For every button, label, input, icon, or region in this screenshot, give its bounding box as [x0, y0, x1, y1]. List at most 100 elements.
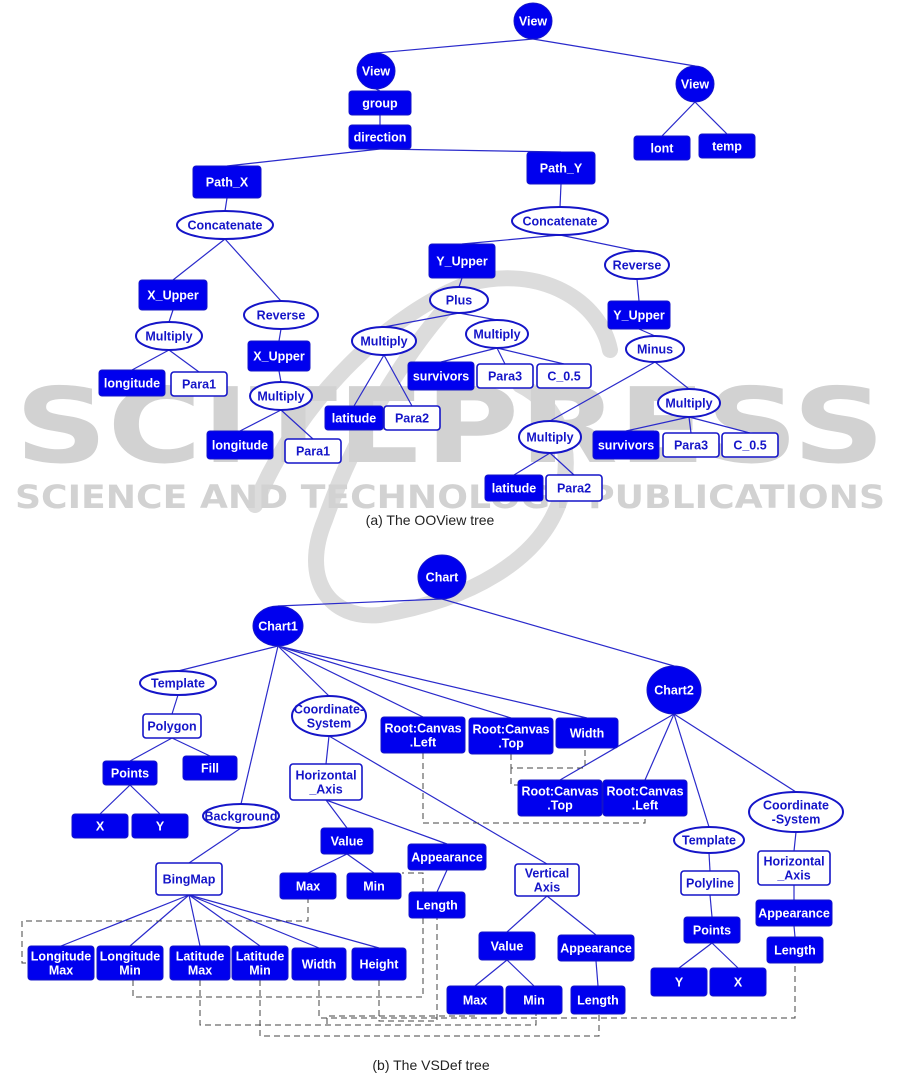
node-rc_left2-shape: [602, 779, 688, 817]
edge-mult_y1-latitude1: [353, 354, 385, 407]
node-haxis1-shape: [289, 763, 363, 801]
node-para1_b: Para1: [284, 438, 342, 464]
node-width_c1: Width: [555, 717, 619, 749]
caption-vsdef: (b) The VSDef tree: [372, 1057, 489, 1073]
node-longitude1-label: longitude: [104, 377, 160, 391]
edge-chart1-rc_left1: [277, 645, 424, 718]
node-path_x-shape: [192, 165, 262, 199]
edge-path_x-concat_x: [224, 197, 228, 212]
node-c05_b: C_0.5: [721, 432, 779, 458]
node-rc_top1: Root:Canvas.Top: [468, 717, 554, 755]
edge-mult_x2-para1_b: [280, 409, 314, 440]
node-survivors1: survivors: [407, 361, 475, 391]
node-haxis2-label: _Axis: [776, 869, 810, 883]
node-latmin-label: Min: [249, 964, 271, 978]
edge-value_v-min_v: [506, 959, 535, 987]
edge-value_h-min_h: [346, 853, 375, 874]
node-rc_top2-label: .Top: [547, 799, 573, 813]
node-reverse_x: Reverse: [243, 300, 319, 330]
edge-reverse_x-x_upper2: [278, 328, 282, 342]
node-y1: Y: [131, 813, 189, 839]
node-height_b-shape: [351, 947, 407, 981]
node-appear2-label: Appearance: [758, 907, 830, 921]
node-appear2-shape: [755, 899, 833, 927]
node-view_root-shape: [513, 2, 553, 40]
node-max_h-label: Max: [296, 880, 320, 894]
node-mult_y1-shape: [351, 326, 417, 356]
node-longitude2: longitude: [206, 430, 274, 460]
node-concat_y: Concatenate: [511, 206, 609, 236]
dashed-link-7: [422, 753, 646, 824]
node-x2: X: [709, 967, 767, 997]
node-para1_a: Para1: [170, 371, 228, 397]
edge-appear2-length2: [793, 925, 796, 938]
node-y_upper2-shape: [607, 300, 671, 330]
node-mult_y2-shape: [465, 319, 529, 349]
node-template1: Template: [139, 670, 217, 696]
edge-mult_y2-c05_a: [496, 347, 565, 365]
node-temp-label: temp: [712, 140, 742, 154]
node-para2_a-shape: [383, 405, 441, 431]
node-coord2-shape: [748, 791, 844, 833]
node-rc_left1-label: .Left: [410, 736, 437, 750]
edge-view_r-temp: [694, 101, 728, 135]
edge-view_root-view_r: [532, 38, 696, 67]
node-chart1: Chart1: [252, 605, 304, 647]
node-y1-shape: [131, 813, 189, 839]
node-plus-shape: [429, 286, 489, 314]
edge-polygon-fill: [171, 737, 211, 757]
node-width_b-label: Width: [302, 958, 337, 972]
edge-haxis1-value_h: [325, 799, 348, 829]
node-x1-label: X: [96, 820, 105, 834]
edge-points2-y2: [678, 942, 713, 969]
node-length_v: Length: [570, 985, 626, 1015]
node-x_upper2: X_Upper: [247, 340, 311, 372]
node-concat_x-shape: [176, 210, 274, 240]
dashed-link-8: [510, 748, 586, 769]
node-coord2-label: Coordinate: [763, 799, 829, 813]
edge-chart1-width_c1: [277, 645, 588, 719]
edge-chart1-rc_top1: [277, 645, 512, 719]
node-lonmax-label: Max: [49, 964, 73, 978]
node-rc_left2-label: .Left: [632, 799, 659, 813]
node-min_h-shape: [346, 872, 402, 900]
node-reverse_x-shape: [243, 300, 319, 330]
node-height_b-label: Height: [360, 958, 400, 972]
node-mult_y4: Multiply: [518, 420, 582, 454]
edge-background-bingmap: [188, 827, 242, 864]
edge-mult_x1-longitude1: [131, 349, 170, 371]
node-c05_b-shape: [721, 432, 779, 458]
node-longitude1: longitude: [98, 369, 166, 397]
node-path_x-label: Path_X: [206, 176, 249, 190]
node-concat_x: Concatenate: [176, 210, 274, 240]
node-longitude1-shape: [98, 369, 166, 397]
node-latmax-label: Latitude: [176, 950, 225, 964]
node-mult_y4-shape: [518, 420, 582, 454]
node-survivors2-shape: [592, 430, 660, 460]
node-para1_b-shape: [284, 438, 342, 464]
node-survivors1-shape: [407, 361, 475, 391]
node-max_h: Max: [279, 872, 337, 900]
edge-chart2-rc_left2: [644, 713, 675, 781]
node-rc_left1-shape: [380, 716, 466, 754]
node-value_v-label: Value: [491, 940, 524, 954]
edge-bingmap-lonmax: [60, 894, 190, 947]
node-coord2: Coordinate-System: [748, 791, 844, 833]
edge-bingmap-latmax: [188, 894, 201, 947]
edge-mult_y3-c05_b: [688, 416, 751, 434]
edge-mult_y2-survivors1: [440, 347, 498, 363]
node-view_root: View: [513, 2, 553, 40]
edge-concat_x-reverse_x: [224, 238, 282, 302]
node-mult_x1: Multiply: [135, 321, 203, 351]
node-chart-label: Chart: [426, 571, 459, 585]
node-para3_b: Para3: [662, 432, 720, 458]
edge-chart1-template1: [177, 645, 279, 672]
node-para3_a: Para3: [476, 363, 534, 389]
node-rc_left2: Root:Canvas.Left: [602, 779, 688, 817]
node-appear_v: Appearance: [557, 934, 635, 962]
node-temp-shape: [698, 133, 756, 159]
node-lonmin-shape: [96, 945, 164, 981]
edge-mult_y4-latitude2: [513, 452, 551, 476]
edge-y_upper1-plus: [458, 277, 463, 288]
